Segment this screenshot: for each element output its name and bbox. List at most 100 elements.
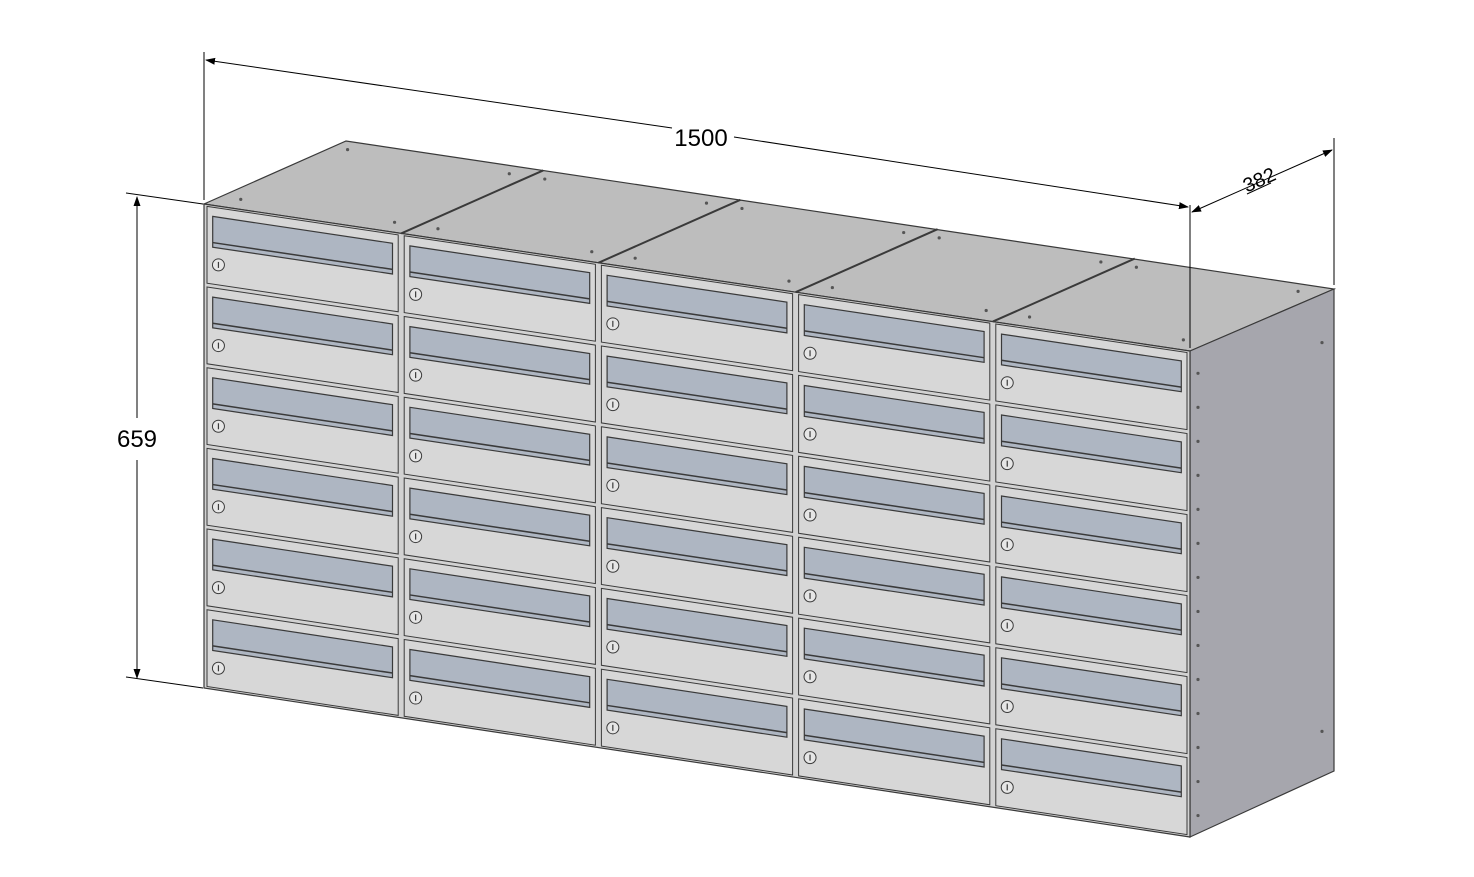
slot-lip [409, 271, 590, 300]
top-screw [239, 197, 243, 201]
mailbox-door[interactable] [995, 647, 1188, 755]
side-hole [1196, 371, 1200, 375]
depth-dimension: 382 [1191, 138, 1335, 285]
slot-lip [804, 491, 985, 521]
letter-slot [606, 678, 788, 738]
letter-slot [803, 465, 985, 525]
mailbox-door[interactable] [995, 323, 1188, 431]
mailbox-door[interactable] [206, 528, 399, 636]
top-screw [1134, 265, 1138, 269]
mailbox-door[interactable] [403, 638, 596, 746]
depth-dimension-line [1191, 149, 1333, 213]
height-extension-bottom [125, 676, 204, 689]
side-hole [1196, 609, 1200, 614]
slot-lip [409, 432, 590, 462]
slot-lip [212, 403, 393, 432]
mailbox-door[interactable] [206, 447, 399, 555]
slot-lip [1001, 359, 1182, 388]
top-screw [937, 236, 941, 240]
mailbox-door[interactable] [995, 404, 1188, 512]
mailbox-door[interactable] [403, 235, 596, 342]
letter-slot [606, 274, 788, 334]
side-hole [1196, 779, 1200, 784]
side-hole [1196, 677, 1200, 682]
letter-slot [1000, 657, 1182, 717]
side-hole [1320, 341, 1324, 345]
mailbox-door[interactable] [403, 315, 596, 423]
side-hole [1196, 643, 1200, 648]
mailbox-door[interactable] [798, 698, 991, 806]
width-dimension: 1500 [203, 52, 1191, 348]
letter-slot [409, 406, 591, 466]
top-screw [507, 172, 511, 176]
mailbox-door[interactable] [600, 587, 794, 695]
letter-slot [606, 597, 788, 657]
slot-lip [606, 300, 788, 329]
letter-slot [803, 708, 985, 768]
mailbox-door[interactable] [206, 367, 399, 474]
side-hole [1196, 405, 1200, 409]
mailbox-door[interactable] [600, 345, 794, 453]
mailbox-door[interactable] [206, 286, 399, 394]
mailbox-door[interactable] [995, 485, 1188, 593]
mailbox-door[interactable] [600, 264, 794, 372]
top-screw [902, 230, 906, 235]
top-screw [436, 227, 440, 231]
mailbox-door[interactable] [206, 609, 399, 716]
depth-label-underline [1246, 182, 1272, 195]
top-screw [633, 256, 637, 260]
top-screw [1027, 315, 1032, 319]
slot-lip [409, 351, 590, 381]
mailbox-door[interactable] [600, 668, 794, 776]
top-screw [704, 201, 709, 205]
top-screw [345, 148, 350, 152]
slot-lip [1001, 521, 1182, 550]
side-hole [1196, 541, 1200, 546]
side-hole [1196, 507, 1200, 511]
mailbox-door[interactable] [995, 566, 1188, 674]
letter-slot [803, 304, 985, 363]
slot-lip [409, 513, 590, 542]
top-screw [1099, 260, 1103, 264]
slot-lip [409, 674, 590, 704]
top-screw [392, 220, 397, 224]
side-hole [1196, 813, 1200, 818]
mailbox-door[interactable] [206, 205, 399, 313]
mailbox-door[interactable] [798, 536, 991, 644]
letter-slot [606, 436, 788, 496]
mailbox-door[interactable] [798, 294, 991, 401]
slot-lip [212, 241, 393, 271]
mailbox-door[interactable] [403, 396, 596, 504]
slot-lip [804, 410, 985, 440]
mailbox-door[interactable] [798, 455, 991, 563]
top-screw [984, 308, 988, 313]
top-screw [740, 206, 744, 211]
cabinet-right-side [1189, 288, 1335, 838]
side-hole [1320, 729, 1324, 734]
top-screws [239, 148, 1300, 342]
slot-lip [804, 653, 985, 683]
mailbox-door[interactable] [600, 507, 794, 614]
side-hole [1196, 711, 1200, 716]
mailbox-door[interactable] [403, 558, 596, 665]
slot-lip [1001, 602, 1182, 631]
mailbox-door[interactable] [403, 477, 596, 585]
letter-slot [1000, 414, 1182, 474]
mailbox-door[interactable] [798, 617, 991, 725]
mailbox-door[interactable] [798, 374, 991, 482]
side-hole [1196, 439, 1200, 443]
letter-slot [409, 568, 591, 628]
depth-dimension-label: 382 [1240, 164, 1279, 198]
top-screw [1181, 338, 1185, 342]
slot-lip [212, 483, 393, 513]
letter-slot [606, 355, 788, 415]
slot-lip [606, 704, 788, 734]
letter-slot [1000, 738, 1182, 798]
letter-slot [212, 296, 394, 356]
mailbox-door[interactable] [995, 728, 1188, 836]
letter-slot [803, 546, 985, 606]
slot-lip [409, 594, 590, 623]
slot-lip [804, 734, 985, 764]
mailbox-door[interactable] [600, 426, 794, 533]
